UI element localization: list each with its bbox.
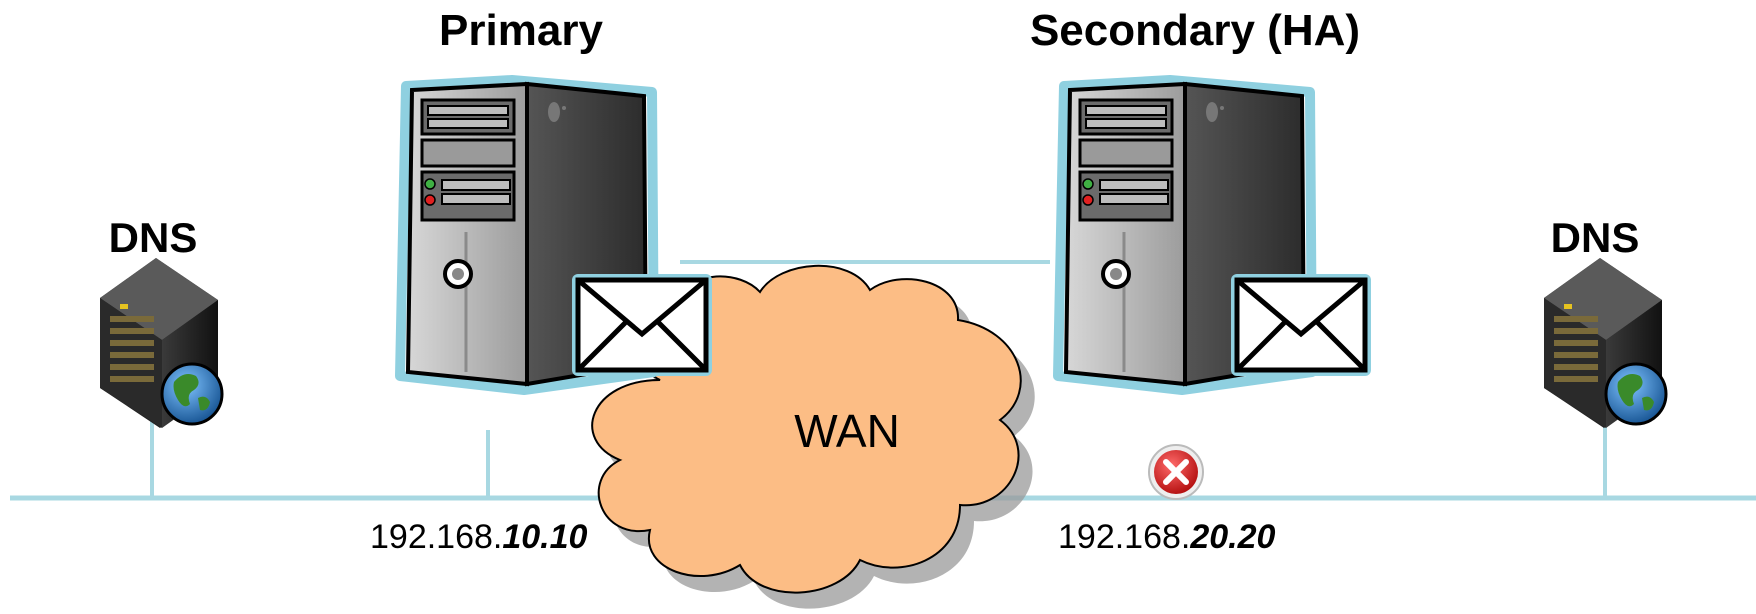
secondary-ip-suffix: 20.20	[1189, 518, 1275, 556]
dns-right-label: DNS	[1551, 214, 1640, 261]
secondary-ip-address: 192.168.20.20	[1058, 518, 1276, 556]
error-x-icon	[1149, 445, 1203, 499]
dns-left-label: DNS	[109, 214, 198, 261]
primary-ip-suffix: 10.10	[502, 518, 587, 556]
primary-mail-envelope-icon	[572, 274, 712, 376]
primary-label: Primary	[439, 6, 603, 55]
wan-label: WAN	[794, 405, 900, 457]
dns-right-server-icon	[1542, 256, 1668, 430]
secondary-label: Secondary (HA)	[1030, 6, 1360, 55]
secondary-ip-prefix: 192.168.	[1058, 518, 1190, 556]
primary-ip-address: 192.168.10.10	[370, 518, 588, 556]
secondary-mail-envelope-icon	[1231, 274, 1371, 376]
primary-ip-prefix: 192.168.	[370, 518, 502, 556]
dns-left-server-icon	[98, 256, 224, 430]
